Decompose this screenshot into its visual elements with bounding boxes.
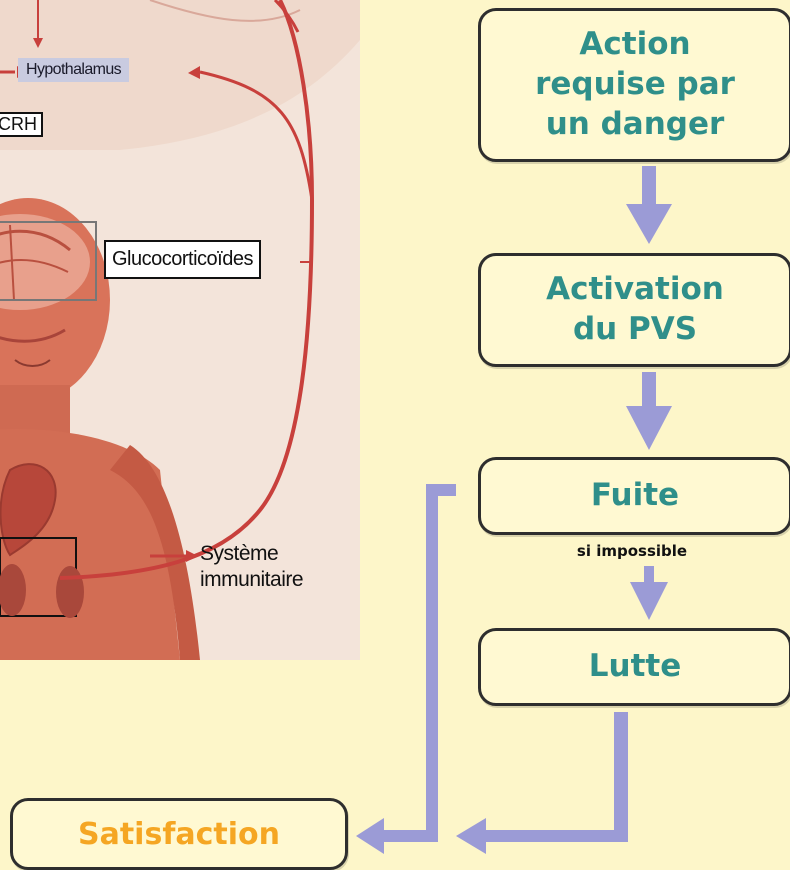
lutte-vertical-bar [614, 712, 628, 842]
step-action-line2: requise par [535, 65, 735, 105]
outcome-label: Satisfaction [78, 817, 280, 852]
step-activation-pvs: Activation du PVS [478, 253, 790, 367]
loop-vertical-bar [426, 484, 438, 842]
step-action-line3: un danger [535, 105, 735, 145]
step-fuite: Fuite [478, 457, 790, 535]
loop-bottom-bar [378, 830, 438, 842]
step-action-line1: Action [535, 25, 735, 65]
step-fuite-label: Fuite [591, 476, 679, 516]
condition-note: si impossible [478, 542, 786, 560]
arrow-down-1 [642, 166, 656, 210]
lutte-bottom-bar [480, 830, 628, 842]
step-lutte-label: Lutte [589, 647, 682, 687]
step-pvs-line1: Activation [546, 270, 724, 310]
satisfaction-arrow-head-1 [356, 818, 384, 854]
step-action-danger: Action requise par un danger [478, 8, 790, 162]
arrow-down-3-head [630, 582, 668, 620]
step-pvs-line2: du PVS [546, 310, 724, 350]
step-lutte: Lutte [478, 628, 790, 706]
arrow-down-1-head [626, 204, 672, 244]
arrow-down-2-head [626, 406, 672, 450]
outcome-satisfaction: Satisfaction [10, 798, 348, 870]
satisfaction-arrow-head-2 [456, 818, 486, 854]
